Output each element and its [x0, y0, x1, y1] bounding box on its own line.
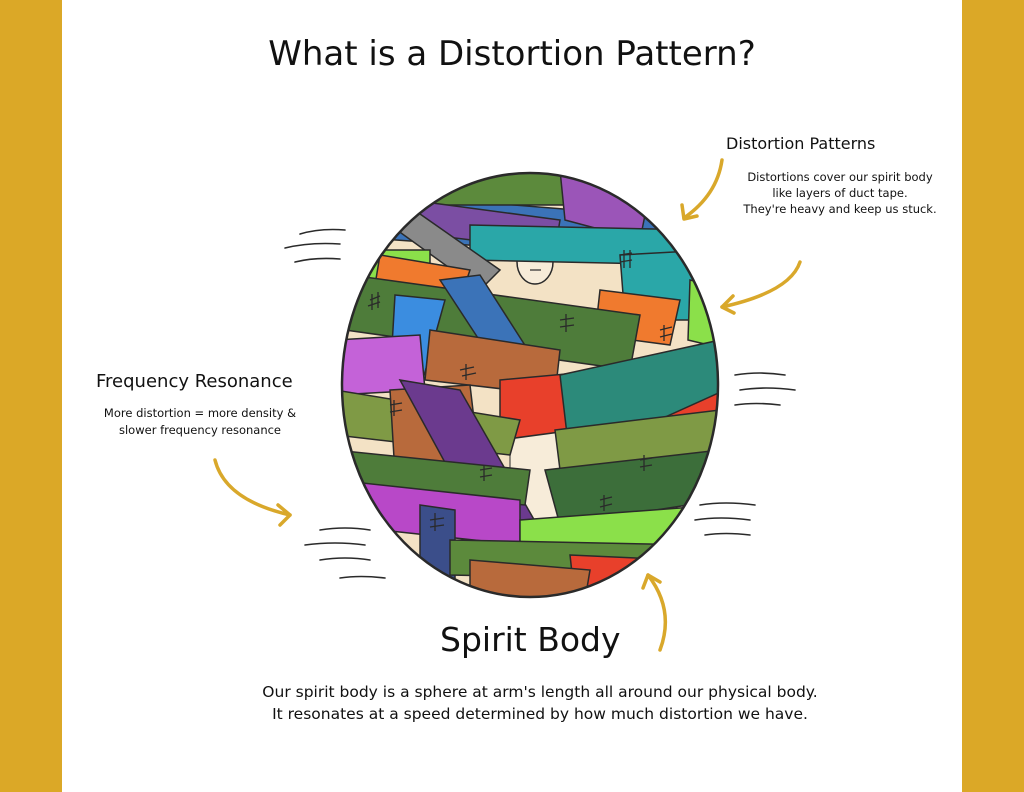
description-line: It resonates at a speed determined by ho… — [272, 705, 808, 723]
description-line: slower frequency resonance — [118, 423, 282, 437]
description-line: like layers of duct tape. — [772, 186, 908, 200]
right-frame-bar — [962, 0, 1024, 792]
description-line: They're heavy and keep us stuck. — [743, 202, 937, 216]
distortion-patterns-heading: Distortion Patterns — [726, 134, 876, 153]
frequency-resonance-description: More distortion = more density & slower … — [90, 405, 310, 439]
distortion-patterns-description: Distortions cover our spirit body like l… — [720, 169, 960, 217]
frequency-resonance-heading: Frequency Resonance — [96, 371, 293, 392]
description-line: Distortions cover our spirit body — [747, 170, 933, 184]
description-line: Our spirit body is a sphere at arm's len… — [262, 683, 818, 701]
spirit-body-description: Our spirit body is a sphere at arm's len… — [100, 681, 980, 725]
motion-lines-icon — [284, 228, 796, 579]
left-frame-bar — [0, 0, 62, 792]
curved-arrow-icon — [213, 158, 802, 652]
duct-tape-layers — [342, 173, 718, 597]
page-title: What is a Distortion Pattern? — [268, 34, 756, 74]
spirit-body-heading: Spirit Body — [440, 620, 621, 659]
description-line: More distortion = more density & — [103, 406, 297, 420]
